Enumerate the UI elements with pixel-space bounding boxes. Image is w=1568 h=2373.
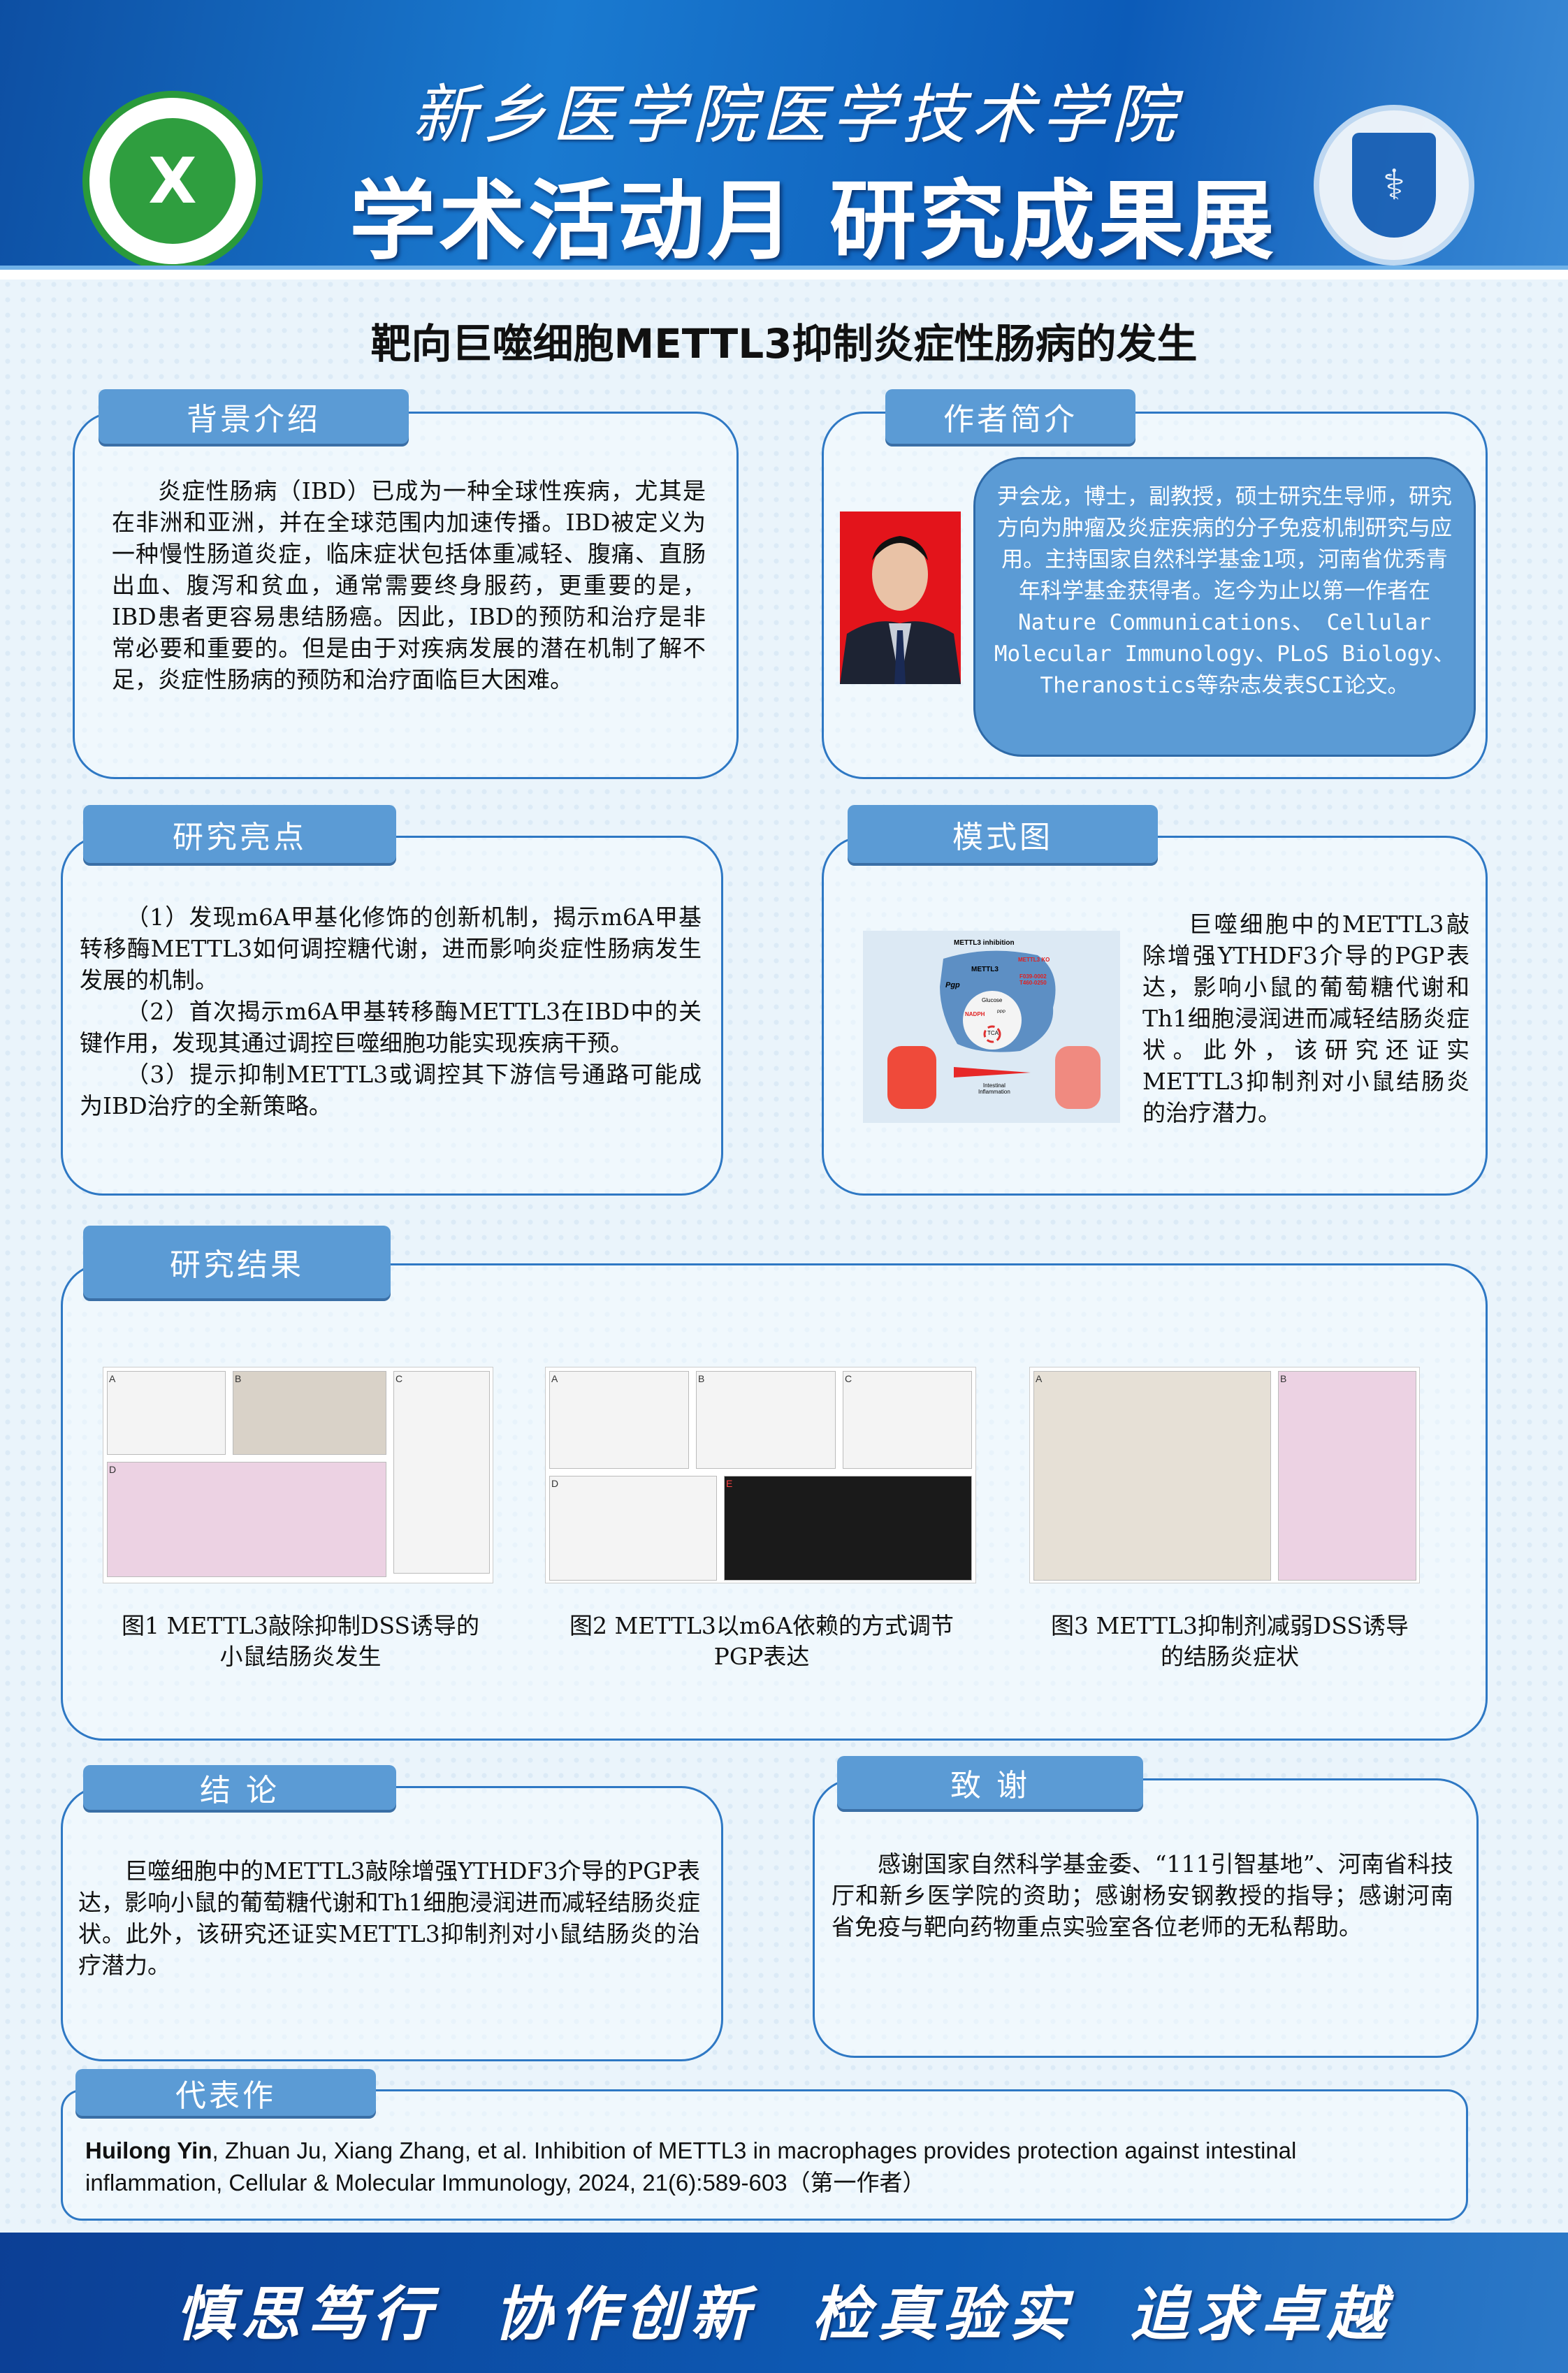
conclusion-text: 巨噬细胞中的METTL3敲除增强YTHDF3介导的PGP表达，影响小鼠的葡萄糖代…	[78, 1857, 700, 1979]
highlights-list: （1）发现m6A甲基化修饰的创新机制，揭示m6A甲基转移酶METTL3如何调控糖…	[80, 901, 702, 1122]
acknowledgement-heading: 致 谢	[837, 1756, 1143, 1809]
figure-2-panel: A	[549, 1371, 689, 1469]
diagram-ko-label: METTL3 KO	[1018, 957, 1050, 963]
acknowledgement-text: 感谢国家自然科学基金委、“111引智基地”、河南省科技厅和新乡医学院的资助；感谢…	[832, 1850, 1453, 1940]
banner-title: 学术活动月 研究成果展	[349, 171, 1277, 272]
model-diagram: METTL3 inhibition METTL3 METTL3 KO F039-…	[863, 931, 1120, 1123]
figure-3-caption: 图3 METTL3抑制剂减弱DSS诱导的结肠炎症状	[1051, 1612, 1409, 1670]
figure-3-panel: A	[1033, 1371, 1271, 1581]
diagram-title: METTL3 inhibition	[954, 939, 1015, 947]
acknowledgement-section	[813, 1778, 1479, 2058]
diagram-glucose-label: Glucose	[982, 997, 1003, 1003]
publication-citation: Huilong Yin, Zhuan Ju, Xiang Zhang, et a…	[85, 2138, 1297, 2196]
poster-title: 靶向巨噬细胞METTL3抑制炎症性肠病的发生	[370, 320, 1198, 368]
diagram-pgp-label: Pgp	[945, 981, 960, 989]
footer-band	[0, 2233, 1568, 2373]
highlight-item: （1）发现m6A甲基化修饰的创新机制，揭示m6A甲基转移酶METTL3如何调控糖…	[80, 904, 702, 994]
figure-2: A B C D E	[545, 1367, 976, 1583]
microscope-icon: ⚕	[1352, 133, 1436, 238]
author-heading: 作者简介	[885, 389, 1135, 444]
figure-2-caption: 图2 METTL3以m6A依赖的方式调节PGP表达	[569, 1612, 954, 1670]
diagram-tca-label: TCA	[987, 1030, 999, 1036]
figure-1-panel: C	[393, 1371, 490, 1574]
author-bio: 尹会龙，博士，副教授，硕士研究生导师，研究方向为肿瘤及炎症疾病的分子免疫机制研究…	[973, 457, 1476, 757]
footer-motto: 慎思笃行 协作创新 检真验实 追求卓越	[175, 2279, 1393, 2349]
conclusion-heading: 结 论	[83, 1765, 396, 1810]
diagram-nadph-label: NADPH	[965, 1011, 985, 1017]
publication-section	[61, 2089, 1468, 2221]
figure-2-panel: B	[696, 1371, 836, 1469]
highlight-item: （3）提示抑制METTL3或调控其下游信号通路可能成为IBD治疗的全新策略。	[80, 1061, 702, 1119]
figure-3-panel: B	[1278, 1371, 1416, 1581]
figure-3: A B	[1029, 1367, 1420, 1583]
figure-1-caption: 图1 METTL3敲除抑制DSS诱导的小鼠结肠炎发生	[122, 1612, 479, 1670]
author-photo	[840, 511, 961, 684]
results-heading: 研究结果	[83, 1226, 391, 1298]
school-of-medical-technology-logo: ⚕	[1314, 105, 1474, 266]
background-section	[73, 412, 739, 779]
figure-1-panel: D	[107, 1462, 386, 1577]
figure-1: A B C D	[103, 1367, 493, 1583]
model-heading: 模式图	[848, 805, 1158, 863]
diagram-inflammation-label: Intestinal Inflammation	[978, 1082, 1010, 1095]
diagram-ppp-label: PPP	[997, 1010, 1006, 1015]
school-name: 新乡医学院医学技术学院	[412, 78, 1182, 152]
figure-1-panel: B	[233, 1371, 386, 1455]
model-text: 巨噬细胞中的METTL3敲除增强YTHDF3介导的PGP表达，影响小鼠的葡萄糖代…	[1142, 910, 1469, 1126]
header-banner: X 新乡医学院医学技术学院 学术活动月 研究成果展 ⚕	[0, 0, 1568, 280]
xinxiang-medical-university-logo: X	[82, 91, 263, 271]
background-text: 炎症性肠病（IBD）已成为一种全球性疾病，尤其是在非洲和亚洲，并在全球范围内加速…	[112, 477, 706, 693]
highlight-item: （2）首次揭示m6A甲基转移酶METTL3在IBD中的关键作用，发现其通过调控巨…	[80, 998, 702, 1057]
publication-heading: 代表作	[75, 2069, 376, 2116]
diagram-mettl3-label: METTL3	[971, 966, 999, 973]
highlights-heading: 研究亮点	[83, 805, 396, 863]
diagram-inhibitor-label: F039-0002 T460-0250	[1019, 973, 1047, 986]
figure-1-panel: A	[107, 1371, 226, 1455]
figure-2-panel: D	[549, 1476, 717, 1581]
figure-2-panel: E	[724, 1476, 972, 1581]
figure-2-panel: C	[843, 1371, 972, 1469]
background-heading: 背景介绍	[99, 389, 409, 444]
conclusion-section	[61, 1786, 723, 2061]
